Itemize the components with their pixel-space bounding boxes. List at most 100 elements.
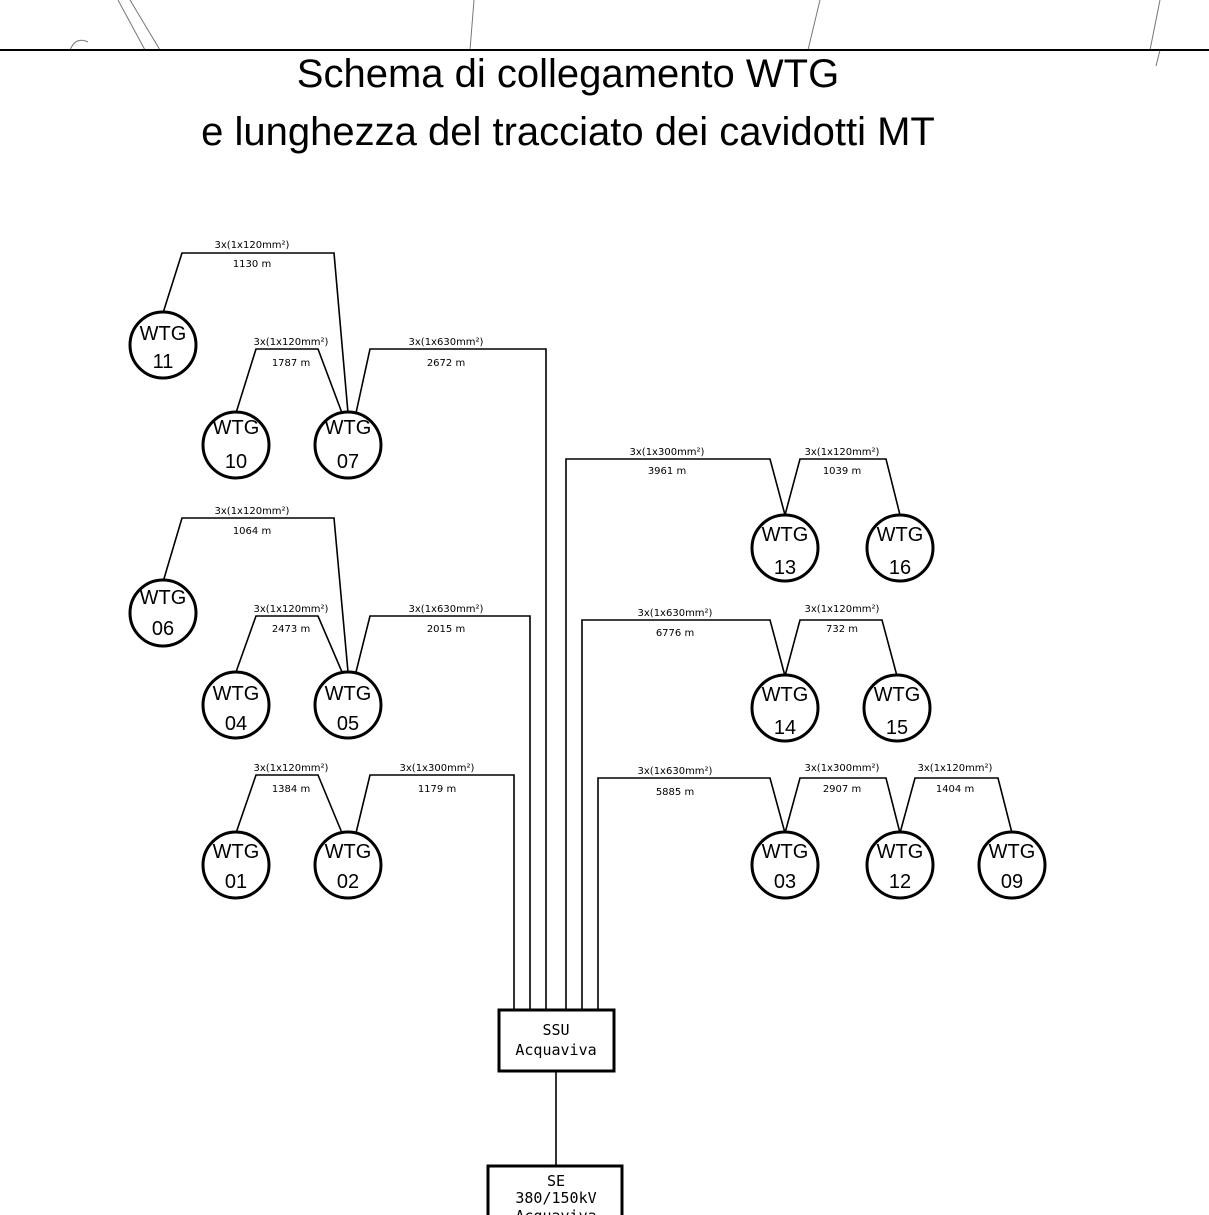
wtg-number: 15 (886, 717, 908, 739)
cable-spec-15-14: 3x(1x120mm²) (805, 604, 880, 615)
diagram-title-line-1: Schema di collegamento WTG (297, 52, 839, 96)
cable-length-05-ssu: 2015 m (427, 624, 465, 635)
se-label: SE (547, 1172, 565, 1190)
diagram-title-line-2: e lunghezza del tracciato dei cavidotti … (201, 110, 935, 154)
cable-length-15-14: 732 m (826, 624, 858, 635)
wire-10-07 (235, 348, 343, 414)
cable-length-09-12: 1404 m (936, 784, 974, 795)
background-sketch (0, 0, 1209, 67)
cable-spec-05-ssu: 3x(1x630mm²) (409, 604, 484, 615)
cable-length-14-ssu: 6776 m (656, 628, 694, 639)
cable-wires (162, 252, 1013, 1165)
wtg-node-16: WTG 16 (865, 513, 935, 583)
wtg-node-15: WTG 15 (862, 673, 932, 743)
wtg-label: WTG (762, 684, 809, 706)
cable-spec-04-05: 3x(1x120mm²) (254, 604, 329, 615)
wtg-number: 01 (225, 871, 247, 893)
wtg-node-06: WTG 06 (128, 578, 198, 648)
wtg-label: WTG (140, 587, 187, 609)
cable-labels: 3x(1x120mm²) 1130 m 3x(1x120mm²) 1787 m … (215, 240, 993, 798)
wtg-node-02: WTG 02 (313, 830, 383, 900)
cable-length-01-02: 1384 m (272, 784, 310, 795)
wire-03-ssu (597, 777, 786, 1010)
wire-04-05 (235, 615, 343, 673)
wtg-label: WTG (213, 417, 260, 439)
cable-length-12-03: 2907 m (823, 784, 861, 795)
cable-spec-10-07: 3x(1x120mm²) (254, 337, 329, 348)
wire-07-ssu (355, 348, 547, 1010)
ssu-label: SSU (542, 1021, 569, 1039)
cable-spec-16-13: 3x(1x120mm²) (805, 447, 880, 458)
ssu-location: Acquaviva (515, 1041, 596, 1059)
se-voltage: 380/150kV (515, 1189, 596, 1207)
wire-01-02 (235, 774, 343, 834)
wtg-number: 07 (337, 451, 359, 473)
wire-12-03 (784, 777, 901, 834)
wtg-label: WTG (325, 683, 372, 705)
wtg-number: 03 (774, 871, 796, 893)
wire-06-05 (162, 517, 349, 673)
wtg-number: 13 (774, 557, 796, 579)
wtg-node-10: WTG 10 (201, 410, 271, 480)
cable-spec-07-ssu: 3x(1x630mm²) (409, 337, 484, 348)
wire-13-ssu (565, 458, 786, 1010)
cable-spec-03-ssu: 3x(1x630mm²) (638, 766, 713, 777)
cable-spec-13-ssu: 3x(1x300mm²) (630, 447, 705, 458)
cable-length-11-07: 1130 m (233, 259, 271, 270)
wtg-label: WTG (877, 841, 924, 863)
wtg-label: WTG (213, 683, 260, 705)
ssu-substation: SSU Acquaviva (497, 1008, 616, 1073)
se-grid-station: SE 380/150kV Acquaviva (486, 1164, 624, 1215)
wtg-label: WTG (325, 841, 372, 863)
cable-spec-06-05: 3x(1x120mm²) (215, 506, 290, 517)
wtg-number: 02 (337, 871, 359, 893)
wtg-label: WTG (762, 524, 809, 546)
wtg-label: WTG (213, 841, 260, 863)
cable-length-06-05: 1064 m (233, 526, 271, 537)
cable-spec-01-02: 3x(1x120mm²) (254, 763, 329, 774)
wtg-number: 04 (225, 713, 247, 735)
wire-14-ssu (581, 619, 786, 1010)
wtg-node-05: WTG 05 (313, 670, 383, 740)
wtg-number: 16 (889, 557, 911, 579)
cable-spec-12-03: 3x(1x300mm²) (805, 763, 880, 774)
wtg-number: 12 (889, 871, 911, 893)
wtg-number: 10 (225, 451, 247, 473)
cable-length-10-07: 1787 m (272, 358, 310, 369)
wtg-node-14: WTG 14 (750, 673, 820, 743)
wire-09-12 (899, 777, 1013, 834)
cable-length-04-05: 2473 m (272, 624, 310, 635)
wtg-label: WTG (989, 841, 1036, 863)
cable-spec-11-07: 3x(1x120mm²) (215, 240, 290, 251)
wtg-label: WTG (762, 841, 809, 863)
cable-spec-14-ssu: 3x(1x630mm²) (638, 608, 713, 619)
wtg-node-01: WTG 01 (201, 830, 271, 900)
cable-spec-02-ssu: 3x(1x300mm²) (400, 763, 475, 774)
wtg-node-07: WTG 07 (313, 410, 383, 480)
cable-length-02-ssu: 1179 m (418, 784, 456, 795)
se-location: Acquaviva (515, 1207, 596, 1215)
wtg-number: 06 (152, 618, 174, 640)
cable-length-03-ssu: 5885 m (656, 787, 694, 798)
wtg-node-12: WTG 12 (865, 830, 935, 900)
cable-length-07-ssu: 2672 m (427, 358, 465, 369)
wire-02-ssu (355, 774, 515, 1010)
wire-15-14 (784, 619, 898, 677)
wtg-number: 11 (153, 351, 174, 373)
wtg-label: WTG (140, 323, 187, 345)
wire-11-07 (162, 252, 349, 414)
turbines: WTG 11 WTG 10 WTG 07 WTG 06 WTG 04 WTG 0… (128, 310, 1047, 900)
wtg-node-09: WTG 09 (977, 830, 1047, 900)
wtg-node-03: WTG 03 (750, 830, 820, 900)
wtg-number: 09 (1001, 871, 1023, 893)
wire-16-13 (784, 458, 901, 516)
cable-length-16-13: 1039 m (823, 466, 861, 477)
wtg-label: WTG (874, 684, 921, 706)
wtg-label: WTG (877, 524, 924, 546)
wtg-number: 14 (774, 717, 796, 739)
wtg-number: 05 (337, 713, 359, 735)
wtg-node-11: WTG 11 (128, 310, 198, 380)
cable-length-13-ssu: 3961 m (648, 466, 686, 477)
wtg-label: WTG (325, 417, 372, 439)
